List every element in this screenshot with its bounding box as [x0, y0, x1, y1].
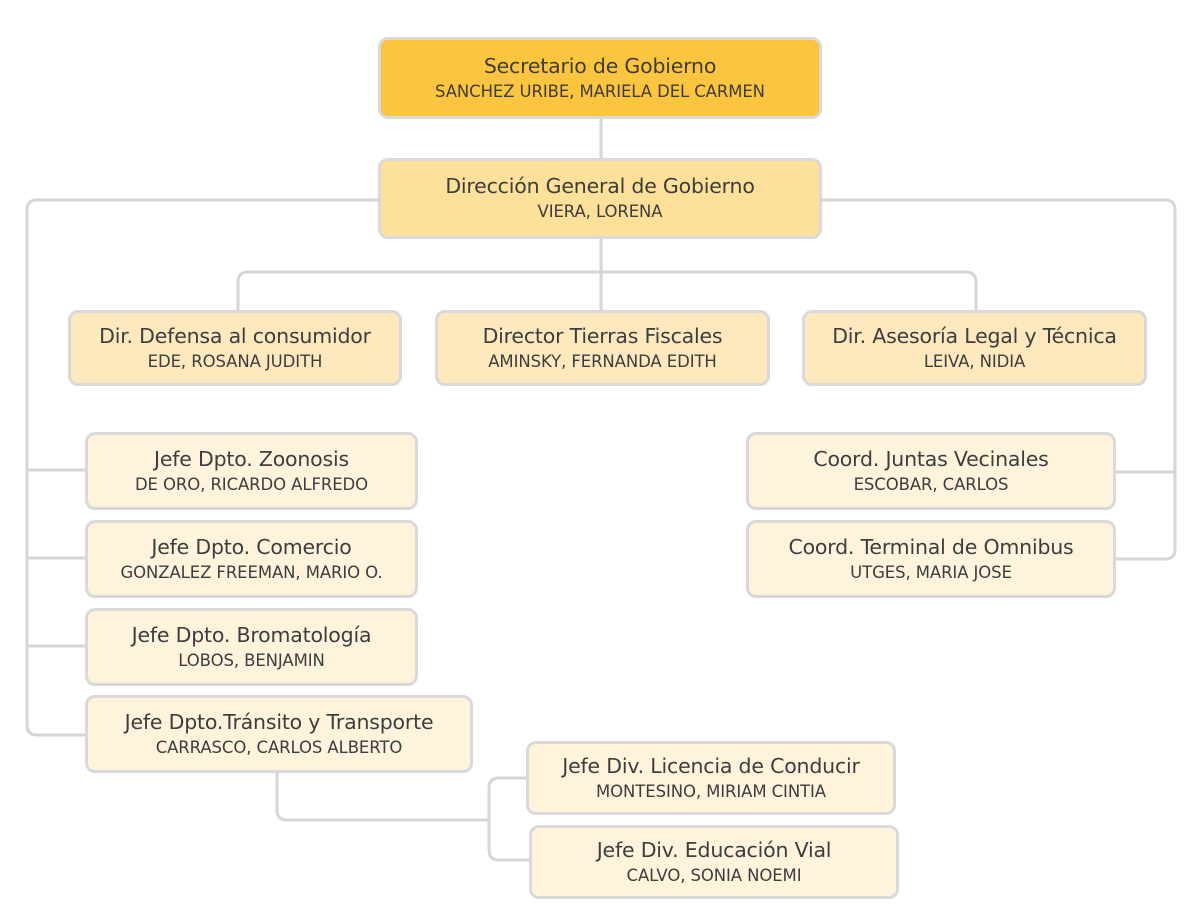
- node-title: Secretario de Gobierno: [483, 53, 717, 78]
- node-title: Coord. Terminal de Omnibus: [788, 534, 1074, 559]
- node-person: CALVO, SONIA NOEMI: [626, 865, 802, 885]
- node-div-licencia-conducir: Jefe Div. Licencia de Conducir MONTESINO…: [526, 741, 896, 815]
- node-person: LOBOS, BENJAMIN: [178, 650, 325, 670]
- node-title: Dir. Asesoría Legal y Técnica: [832, 323, 1117, 348]
- node-person: GONZALEZ FREEMAN, MARIO O.: [120, 562, 383, 582]
- node-dpto-zoonosis: Jefe Dpto. Zoonosis DE ORO, RICARDO ALFR…: [85, 432, 418, 510]
- node-dpto-transito-transporte: Jefe Dpto.Tránsito y Transporte CARRASCO…: [85, 695, 473, 773]
- connector-right-trunk: [820, 198, 1177, 561]
- node-title: Director Tierras Fiscales: [482, 323, 723, 348]
- node-dir-tierras-fiscales: Director Tierras Fiscales AMINSKY, FERNA…: [435, 310, 770, 386]
- node-title: Coord. Juntas Vecinales: [813, 446, 1049, 471]
- node-person: MONTESINO, MIRIAM CINTIA: [596, 781, 826, 801]
- node-person: SANCHEZ URIBE, MARIELA DEL CARMEN: [435, 81, 765, 101]
- node-person: CARRASCO, CARLOS ALBERTO: [155, 737, 403, 757]
- node-dpto-comercio: Jefe Dpto. Comercio GONZALEZ FREEMAN, MA…: [85, 520, 418, 598]
- connector-left-trunk: [25, 198, 382, 737]
- node-person: ESCOBAR, CARLOS: [853, 474, 1009, 494]
- node-title: Dir. Defensa al consumidor: [99, 323, 371, 348]
- node-person: AMINSKY, FERNANDA EDITH: [488, 351, 717, 371]
- node-dpto-bromatologia: Jefe Dpto. Bromatología LOBOS, BENJAMIN: [85, 608, 418, 686]
- node-person: DE ORO, RICARDO ALFREDO: [134, 474, 369, 494]
- node-title: Jefe Dpto. Bromatología: [131, 622, 372, 647]
- node-dir-asesoria-legal: Dir. Asesoría Legal y Técnica LEIVA, NID…: [802, 310, 1147, 386]
- node-secretario: Secretario de Gobierno SANCHEZ URIBE, MA…: [378, 37, 822, 119]
- node-dir-defensa-consumidor: Dir. Defensa al consumidor EDE, ROSANA J…: [68, 310, 402, 386]
- node-title: Jefe Dpto. Comercio: [151, 534, 352, 559]
- node-title: Dirección General de Gobierno: [445, 174, 755, 198]
- node-person: EDE, ROSANA JUDITH: [147, 351, 323, 371]
- connector-general-directors: [236, 237, 978, 314]
- node-person: LEIVA, NIDIA: [923, 351, 1026, 371]
- node-coord-juntas-vecinales: Coord. Juntas Vecinales ESCOBAR, CARLOS: [746, 432, 1116, 510]
- node-title: Jefe Div. Educación Vial: [596, 837, 832, 862]
- connector-transito-divisions: [275, 771, 532, 862]
- node-div-educacion-vial: Jefe Div. Educación Vial CALVO, SONIA NO…: [529, 825, 899, 899]
- node-title: Jefe Dpto.Tránsito y Transporte: [124, 709, 434, 734]
- node-person: VIERA, LORENA: [537, 202, 663, 221]
- node-title: Jefe Dpto. Zoonosis: [154, 446, 349, 471]
- node-title: Jefe Div. Licencia de Conducir: [562, 753, 860, 778]
- node-person: UTGES, MARIA JOSE: [850, 562, 1012, 582]
- node-coord-terminal-omnibus: Coord. Terminal de Omnibus UTGES, MARIA …: [746, 520, 1116, 598]
- node-direccion-general: Dirección General de Gobierno VIERA, LOR…: [378, 158, 822, 239]
